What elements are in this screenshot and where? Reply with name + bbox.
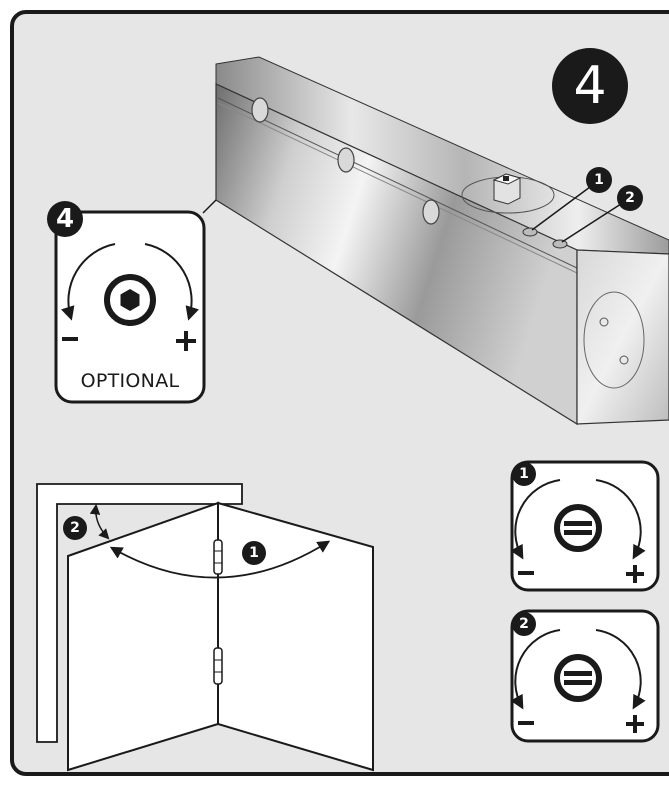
- door-diagram: [36, 483, 374, 772]
- optional-panel-number: 4: [55, 204, 75, 234]
- slotted-screw-icon: [554, 504, 602, 552]
- valve-panel-2-number: 2: [519, 616, 529, 632]
- optional-panel-number-badge: [47, 201, 83, 237]
- door-arc-2-badge: [63, 516, 87, 540]
- rotate-counterclockwise-arrow-icon: [510, 479, 561, 560]
- hinge-bottom: [213, 647, 223, 685]
- closer-callout-2: 2: [625, 190, 635, 206]
- hinge-top: [213, 539, 223, 575]
- plus-icon: [626, 565, 644, 583]
- door-arc-1-label: 1: [249, 545, 259, 561]
- valve-panel-1-number: 1: [519, 466, 529, 482]
- door-arc-1-badge: [242, 541, 266, 565]
- closer-callout-1: 1: [594, 172, 604, 188]
- closer-callout-1-badge: [586, 167, 612, 193]
- rotate-clockwise-arrow-icon: [144, 243, 199, 321]
- minus-icon: [518, 571, 534, 575]
- door-arc-2-label: 2: [70, 520, 80, 536]
- minus-icon: [62, 337, 78, 341]
- rotate-clockwise-arrow-icon: [595, 479, 646, 560]
- optional-label: OPTIONAL: [80, 370, 180, 392]
- closing-speed-arc: [109, 540, 331, 579]
- door-leaf-right: [217, 501, 374, 772]
- step-number-badge: [552, 48, 628, 124]
- plus-icon: [626, 715, 644, 733]
- slotted-screw-icon: [554, 654, 602, 702]
- rotate-counterclockwise-arrow-icon: [61, 243, 116, 321]
- plus-icon: [176, 331, 196, 351]
- door-frame: [36, 483, 243, 743]
- step-number: 4: [573, 56, 607, 116]
- rotate-counterclockwise-arrow-icon: [510, 629, 561, 710]
- latch-speed-arc: [89, 503, 110, 540]
- hex-socket-icon: [104, 274, 156, 326]
- door-closer-body: [215, 56, 669, 426]
- minus-icon: [518, 721, 534, 725]
- valve-panel-1-number-badge: [512, 462, 536, 486]
- rotate-clockwise-arrow-icon: [595, 629, 646, 710]
- valve-panel-2-number-badge: [512, 612, 536, 636]
- closer-callout-2-badge: [617, 185, 643, 211]
